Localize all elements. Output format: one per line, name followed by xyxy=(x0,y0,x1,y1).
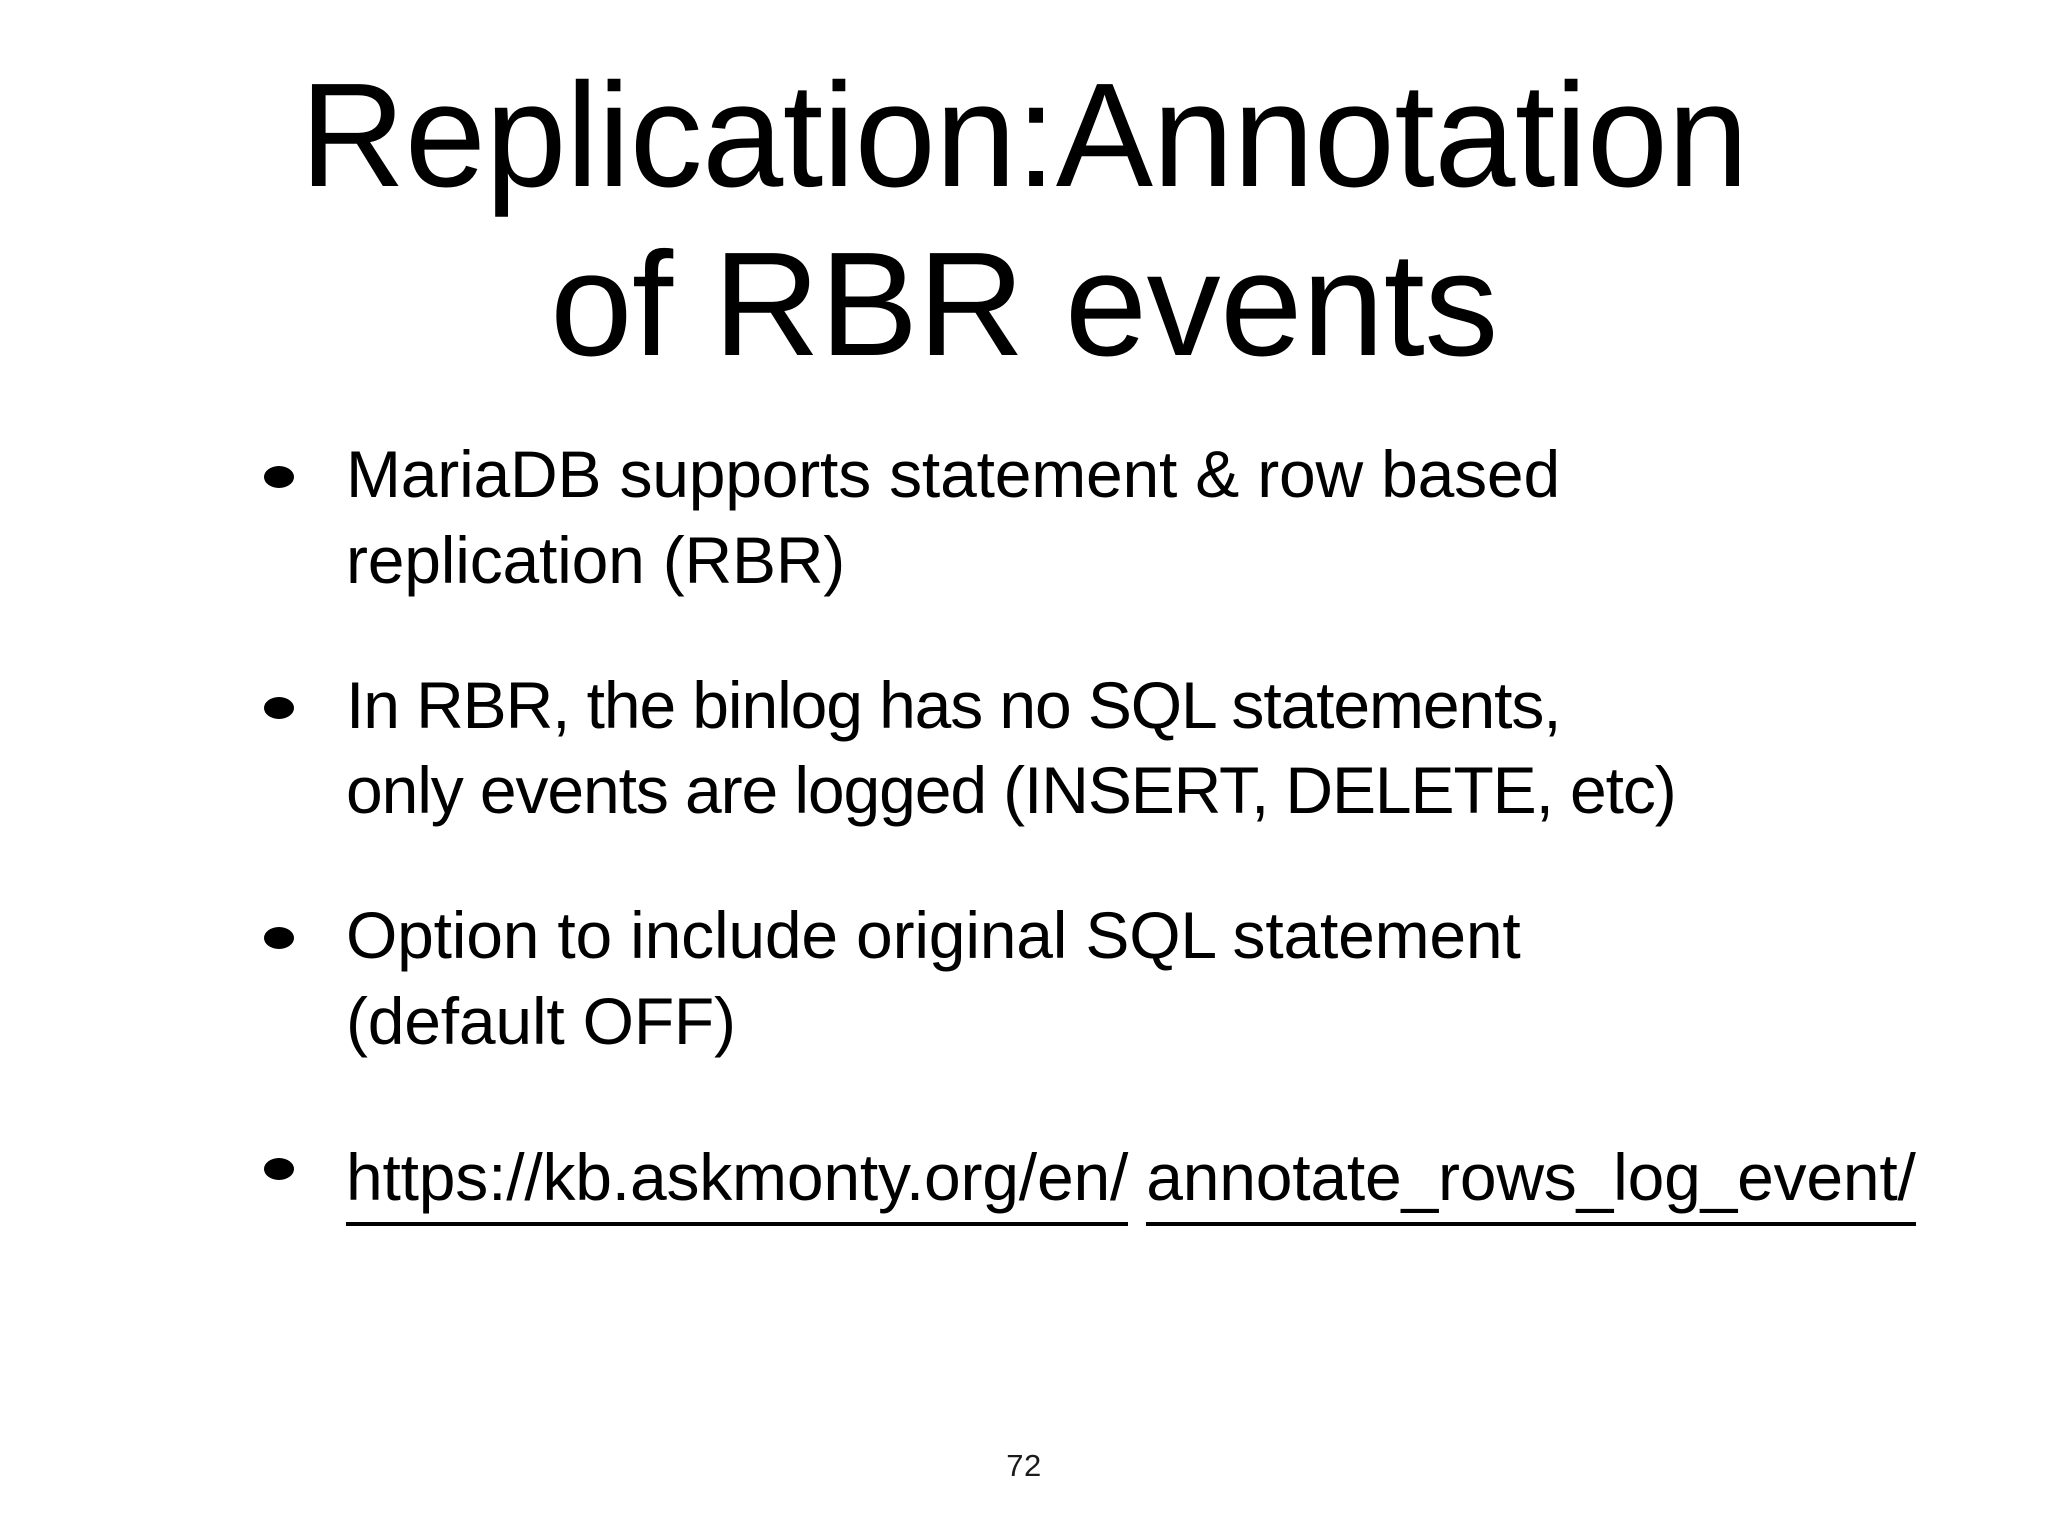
bullet-item-3-text: Option to include original SQL statement… xyxy=(346,893,1948,1065)
bullet-item-2-line-2: only events are logged (INSERT, DELETE, … xyxy=(346,753,1677,828)
slide-title-line-2: of RBR events xyxy=(550,221,1498,387)
bullet-item-2-text: In RBR, the binlog has no SQL statements… xyxy=(346,663,1948,835)
slide-title: Replication:Annotation of RBR events xyxy=(170,52,1878,389)
bullet-item-1-text: MariaDB supports statement & row based r… xyxy=(346,432,1948,604)
documentation-link[interactable]: https://kb.askmonty.org/en/ annotate_row… xyxy=(346,1124,1948,1226)
bullet-item-1-line-2: replication (RBR) xyxy=(346,522,846,597)
bullet-oval-icon xyxy=(264,466,294,488)
bullet-oval-icon xyxy=(264,696,294,719)
page-number: 72 xyxy=(1006,1448,1042,1483)
bullet-oval-icon xyxy=(264,927,294,950)
bullet-list: MariaDB supports statement & row based r… xyxy=(248,432,1948,1226)
bullet-oval-icon xyxy=(264,1157,294,1180)
bullet-item-2: In RBR, the binlog has no SQL statements… xyxy=(248,663,1948,835)
bullet-item-3-line-2: (default OFF) xyxy=(346,983,736,1058)
bullet-item-1: MariaDB supports statement & row based r… xyxy=(248,432,1948,604)
bullet-item-3: Option to include original SQL statement… xyxy=(248,893,1948,1065)
bullet-item-4: https://kb.askmonty.org/en/ annotate_row… xyxy=(248,1124,1948,1226)
bullet-item-3-line-1: Option to include original SQL statement xyxy=(346,898,1521,973)
bullet-item-1-line-1: MariaDB supports statement & row based xyxy=(346,437,1560,511)
documentation-link-line-1[interactable]: https://kb.askmonty.org/en/ xyxy=(346,1135,1128,1226)
slide-title-line-1: Replication:Annotation xyxy=(300,53,1748,218)
bullet-item-2-line-1: In RBR, the binlog has no SQL statements… xyxy=(346,667,1562,742)
documentation-link-line-2[interactable]: annotate_rows_log_event/ xyxy=(1146,1135,1916,1226)
